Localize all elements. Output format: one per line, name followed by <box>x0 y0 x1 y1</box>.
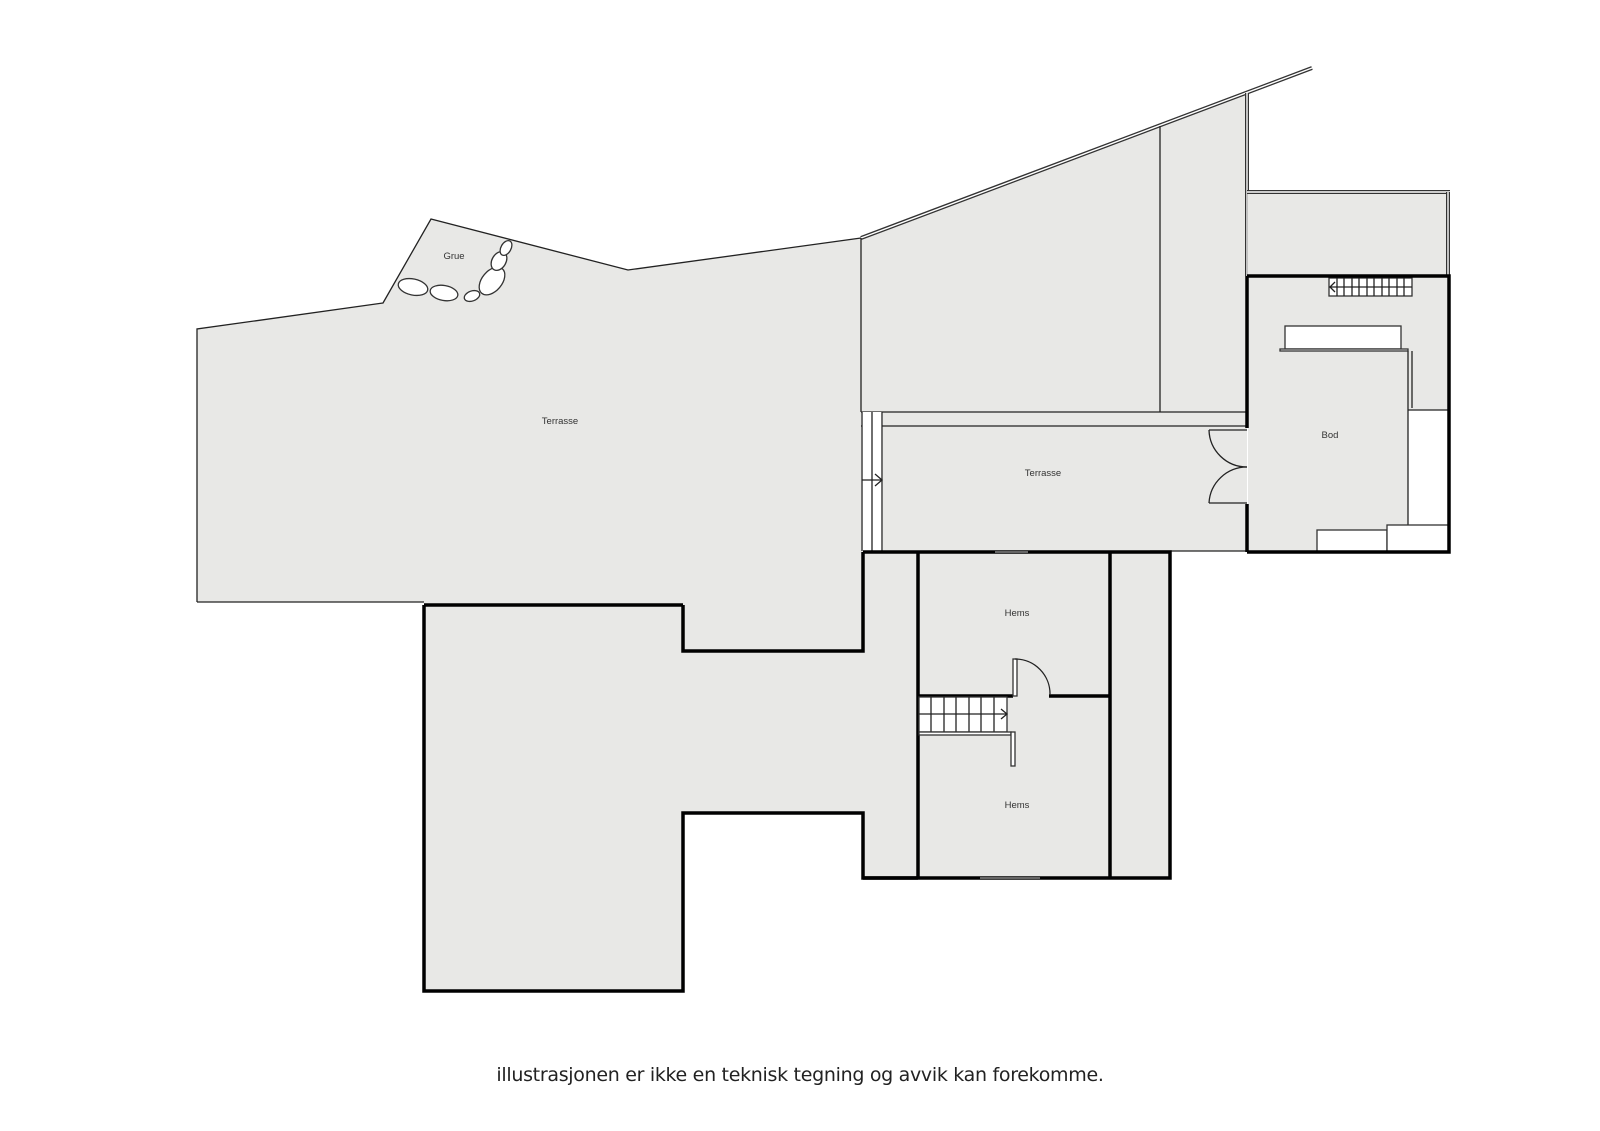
room-label-grue: Grue <box>443 251 464 262</box>
terrasse-main-area <box>196 218 863 651</box>
bod-stair <box>1328 277 1413 297</box>
room-label-hems-lower: Hems <box>1005 800 1030 811</box>
room-label-terrasse-mid: Terrasse <box>1025 468 1061 479</box>
hems-stair <box>918 696 1009 733</box>
bod-double-door <box>1208 429 1248 504</box>
hems-block <box>863 550 1172 880</box>
room-label-hems-upper: Hems <box>1005 608 1030 619</box>
bod-room <box>1208 274 1451 554</box>
grue-fireplace-stones <box>397 239 513 303</box>
disclaimer-caption: illustrasjonen er ikke en teknisk tegnin… <box>496 1064 1104 1086</box>
terrasse-mid-area <box>861 411 1247 552</box>
room-label-bod: Bod <box>1322 430 1339 441</box>
room-label-terrasse-main: Terrasse <box>542 416 578 427</box>
roof-area-above-bod <box>1247 190 1450 276</box>
upper-terrace-area <box>860 66 1313 412</box>
